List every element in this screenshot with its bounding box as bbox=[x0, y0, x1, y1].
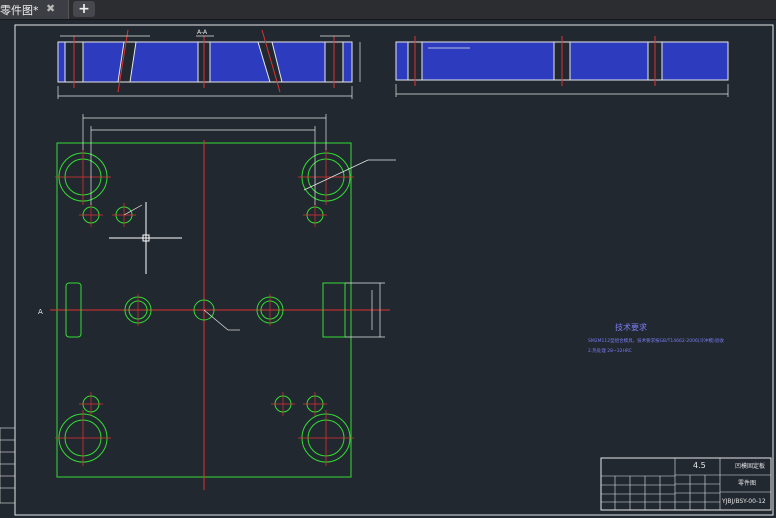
crosshair-cursor bbox=[109, 202, 182, 274]
tab-label: 零件图* bbox=[0, 4, 39, 17]
tab-part-drawing[interactable]: 零件图* ✖ bbox=[0, 0, 69, 19]
side-view bbox=[395, 36, 729, 97]
title-part-name: 凹模固定板 bbox=[735, 462, 765, 470]
tech-req-line2: 2.热处理 28~32HRC bbox=[588, 347, 632, 354]
title-drawing-type: 零件图 bbox=[738, 479, 756, 487]
section-label: A-A bbox=[197, 29, 208, 36]
section-view-a-a: A-A bbox=[57, 29, 361, 99]
close-icon[interactable]: ✖ bbox=[46, 2, 56, 15]
title-drawing-no: YJBJ/BSY-00-12 bbox=[721, 498, 766, 505]
plan-view: A bbox=[38, 114, 396, 490]
tech-req-title: 技术要求 bbox=[615, 322, 647, 332]
title-block: 4.5 凹模固定板 零件图 YJBJ/BSY-00-12 bbox=[600, 457, 772, 511]
new-tab-button[interactable]: + bbox=[73, 1, 95, 17]
title-scale: 4.5 bbox=[693, 461, 706, 470]
document-tab-bar: 零件图* ✖ + bbox=[0, 0, 776, 20]
view-label-a: A bbox=[38, 308, 43, 316]
tech-req-line1: SM2M112型组合模具，技术要求按GB/T14662-2006(冷冲模)验收 bbox=[588, 337, 724, 344]
drawing-frame bbox=[14, 24, 774, 516]
revision-strip bbox=[0, 427, 16, 504]
technical-requirements: 技术要求 SM2M112型组合模具，技术要求按GB/T14662-2006(冷冲… bbox=[588, 322, 724, 354]
drawing-canvas[interactable]: A-A bbox=[0, 20, 776, 518]
